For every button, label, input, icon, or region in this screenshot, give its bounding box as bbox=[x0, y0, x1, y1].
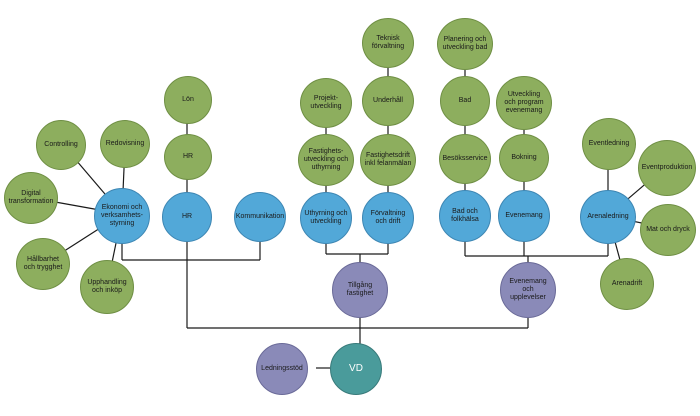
node-uthyrning: Uthyrning och utveckling bbox=[300, 192, 352, 244]
node-arenaledning: Arenaledning bbox=[580, 190, 636, 244]
node-eventproduktion: Eventproduktion bbox=[638, 140, 696, 196]
node-bad-folkhalsa: Bad och folkhälsa bbox=[439, 190, 491, 242]
node-fastighetsdrift: Fastighetsdrift inkl felanmälan bbox=[360, 134, 416, 186]
node-digital-transformation: Digital transformation bbox=[4, 172, 58, 224]
node-underhall: Underhåll bbox=[362, 76, 414, 126]
node-vd: VD bbox=[330, 343, 382, 395]
node-utveckling-program: Utveckling och program evenemang bbox=[496, 76, 552, 130]
node-eventledning: Eventledning bbox=[582, 118, 636, 170]
node-fastighetsutveckling: Fastighets- utveckling och uthyrning bbox=[298, 134, 354, 186]
node-arenadrift: Arenadrift bbox=[600, 258, 654, 310]
node-hr-green: HR bbox=[164, 134, 212, 180]
node-controlling: Controlling bbox=[36, 120, 86, 170]
node-bokning: Bokning bbox=[499, 134, 549, 182]
node-lon: Lön bbox=[164, 76, 212, 124]
node-hallbarhet: Hållbarhet och trygghet bbox=[16, 238, 70, 290]
node-hr-blue: HR bbox=[162, 192, 212, 242]
node-tillgang-fastighet: Tillgång fastighet bbox=[332, 262, 388, 318]
node-bad: Bad bbox=[440, 76, 490, 126]
node-planering-bad: Planering och utveckling bad bbox=[437, 18, 493, 70]
node-besoksservice: Besöksservice bbox=[439, 134, 491, 184]
node-mat-och-dryck: Mat och dryck bbox=[640, 204, 696, 256]
node-upphandling: Upphandling och inköp bbox=[80, 260, 134, 314]
node-redovisning: Redovisning bbox=[100, 120, 150, 168]
node-kommunikation: Kommunikation bbox=[234, 192, 286, 242]
node-ekonomi: Ekonomi och verksamhets- styrning bbox=[94, 188, 150, 244]
node-projektutveckling: Projekt- utveckling bbox=[300, 78, 352, 128]
node-ledningsstod: Ledningsstöd bbox=[256, 343, 308, 395]
node-forvaltning: Förvaltning och drift bbox=[362, 192, 414, 244]
node-teknisk-forvaltning: Teknisk förvaltning bbox=[362, 18, 414, 68]
node-evenemang-och-upplevelser: Evenemang och upplevelser bbox=[500, 262, 556, 318]
node-evenemang: Evenemang bbox=[498, 190, 550, 242]
